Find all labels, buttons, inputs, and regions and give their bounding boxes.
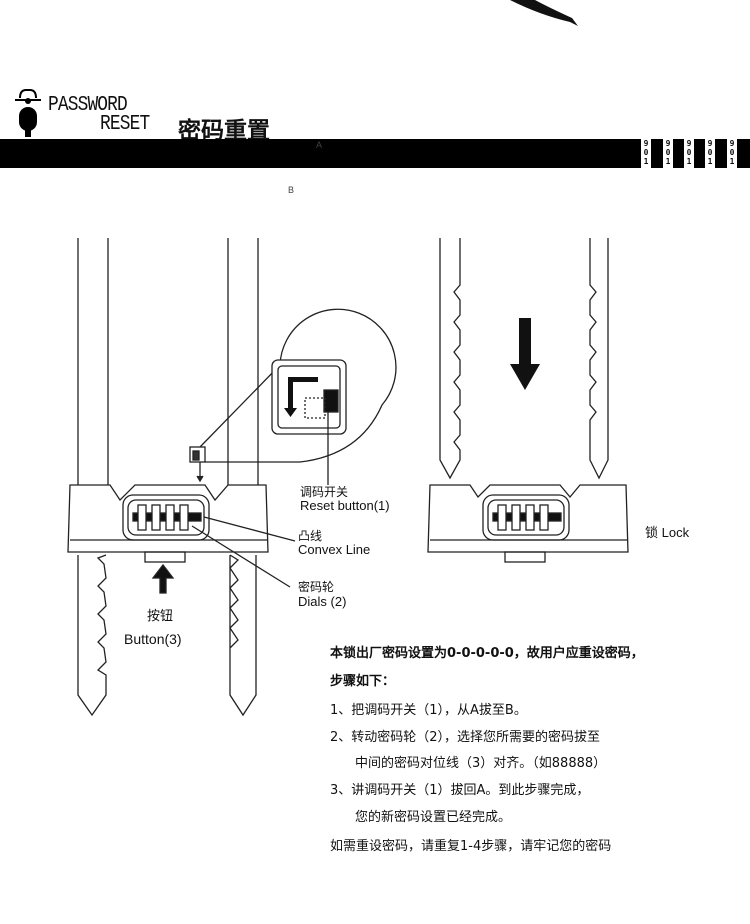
switch-label-a: A	[316, 140, 323, 150]
step-1: 1、把调码开关（1），从A拔至B。	[330, 703, 527, 718]
header-bar	[0, 139, 750, 168]
footer-note: 如需重设密码，请重复1-4步骤，请牢记您的密码	[330, 839, 612, 854]
convex-line-label-cn: 凸线	[298, 529, 323, 543]
step-3-line-1: 3、讲调码开关（1）拔回A。到此步骤完成，	[330, 783, 590, 798]
intro-line-2: 步骤如下：	[330, 674, 396, 689]
dials-label-en: Dials (2)	[298, 594, 347, 609]
title-reset: RESET	[100, 113, 150, 136]
step-2-line-1: 2、转动密码轮（2），选择您所需要的密码拔至	[330, 730, 601, 745]
unlocked-lock-diagram	[67, 238, 397, 717]
button-label-en: Button(3)	[124, 631, 182, 647]
reset-button-label-cn: 调码开关	[300, 485, 349, 499]
title-password: PASSWORD	[48, 94, 128, 117]
lock-label: 锁 Lock	[645, 525, 690, 540]
button-label-cn: 按钮	[147, 609, 174, 624]
step-3-line-2: 您的新密码设置已经完成。	[355, 810, 512, 825]
down-arrow-icon	[510, 318, 540, 390]
stylus-icon	[510, 0, 578, 26]
reset-button-label-en: Reset button(1)	[300, 498, 390, 513]
locked-lock-diagram	[427, 238, 629, 563]
convex-line-label-en: Convex Line	[298, 542, 371, 557]
switch-label-b: B	[288, 185, 295, 195]
scooter-lock-icon	[15, 89, 41, 137]
step-2-line-2: 中间的密码对位线（3）对齐。（如88888）	[355, 756, 607, 771]
dials-label-cn: 密码轮	[298, 580, 335, 594]
intro-line-1: 本锁出厂密码设置为0-0-0-0-0，故用户应重设密码，	[330, 646, 644, 661]
